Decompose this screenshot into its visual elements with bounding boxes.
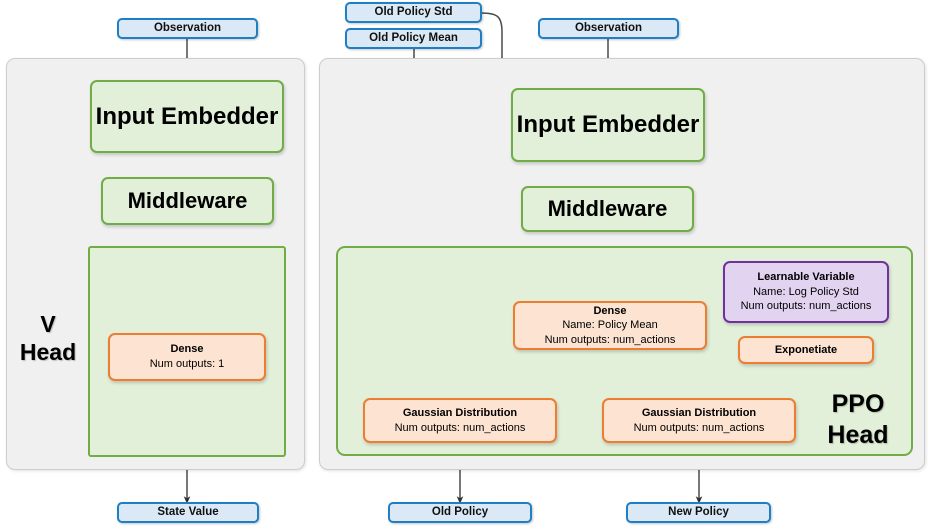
ppo-dense-policy-mean-line2: Name: Policy Mean [562,319,658,332]
output-new-policy-label: New Policy [668,506,729,519]
v-middleware[interactable]: Middleware [101,177,274,225]
ppo-dense-policy-mean-line3: Num outputs: num_actions [544,333,676,346]
ppo-learnable-variable-title: Learnable Variable [757,270,855,283]
ppo-head-caption-line2: Head [827,420,889,449]
ppo-head-caption-line1: PPO [831,390,885,418]
ppo-gaussian-new[interactable]: Gaussian Distribution Num outputs: num_a… [602,398,796,443]
ppo-exponetiate[interactable]: Exponetiate [738,336,874,364]
ppo-input-embedder-label: Input Embedder [516,111,700,138]
v-middleware-label: Middleware [127,188,248,213]
ppo-head-caption: PPO Head [812,389,904,450]
output-old-policy-label: Old Policy [431,506,489,519]
v-head-caption: V Head [10,310,86,366]
output-new-policy[interactable]: New Policy [626,502,771,523]
ppo-middleware[interactable]: Middleware [521,186,694,232]
ppo-gaussian-new-title: Gaussian Distribution [641,406,757,419]
ppo-exponetiate-title: Exponetiate [774,343,838,356]
ppo-gaussian-new-line2: Num outputs: num_actions [633,421,765,434]
output-state-value[interactable]: State Value [117,502,259,523]
ppo-gaussian-old-line2: Num outputs: num_actions [394,421,526,434]
ppo-gaussian-old-title: Gaussian Distribution [402,406,518,419]
output-old-policy[interactable]: Old Policy [388,502,532,523]
input-observation-v-label: Observation [153,22,222,35]
ppo-learnable-variable-line2: Name: Log Policy Std [753,285,859,298]
input-old-policy-std-label: Old Policy Std [374,6,453,19]
input-old-policy-mean-label: Old Policy Mean [369,32,458,45]
v-dense[interactable]: Dense Num outputs: 1 [108,333,266,381]
ppo-learnable-variable[interactable]: Learnable Variable Name: Log Policy Std … [723,261,889,323]
v-input-embedder-label: Input Embedder [95,102,279,130]
v-dense-line2: Num outputs: 1 [149,358,225,370]
input-observation-ppo-label: Observation [574,22,643,35]
ppo-input-embedder[interactable]: Input Embedder [511,88,705,162]
ppo-dense-policy-mean[interactable]: Dense Name: Policy Mean Num outputs: num… [513,301,707,350]
v-head-caption-line1: V [40,311,56,337]
input-old-policy-std[interactable]: Old Policy Std [345,2,482,23]
v-head-caption-line2: Head [19,339,77,366]
v-input-embedder[interactable]: Input Embedder [90,80,284,153]
input-observation-v[interactable]: Observation [117,18,258,39]
ppo-dense-policy-mean-title: Dense [593,304,627,317]
ppo-learnable-variable-line3: Num outputs: num_actions [740,300,872,313]
output-state-value-label: State Value [157,506,219,519]
v-dense-title: Dense [170,343,204,356]
input-observation-ppo[interactable]: Observation [538,18,679,39]
input-old-policy-mean[interactable]: Old Policy Mean [345,28,482,49]
ppo-middleware-label: Middleware [547,196,668,221]
ppo-gaussian-old[interactable]: Gaussian Distribution Num outputs: num_a… [363,398,557,443]
